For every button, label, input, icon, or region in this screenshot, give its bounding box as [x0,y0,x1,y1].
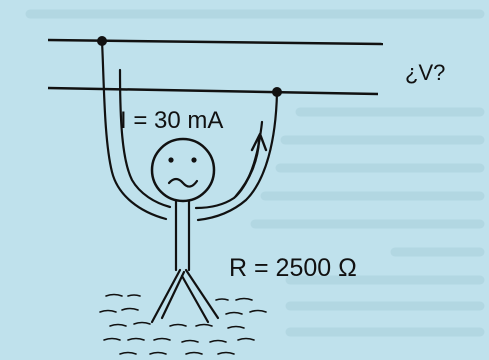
figure-left-leg [150,268,182,324]
figure-left-leg-2 [160,270,186,320]
current-arrow [234,132,268,198]
figure-right-leg [184,268,220,320]
figure-right-arm-inner [194,120,264,210]
figure-head [150,137,216,203]
figure-eye-left [168,157,174,163]
figure-left-arm-outer [100,39,168,221]
figure-mouth [167,177,199,188]
voltage-question-label: ¿V? [405,60,445,85]
resistance-label: R = 2500 Ω [229,254,357,282]
figure-right-arm-outer [196,90,279,222]
figure-eye-right [191,157,197,163]
background-texture [25,9,485,337]
figure-right-leg-2 [180,274,210,324]
ground-marks [99,293,267,355]
power-line-bottom [47,86,379,96]
current-label: I = 30 mA [120,107,223,134]
figure-left-arm-inner [118,68,172,209]
